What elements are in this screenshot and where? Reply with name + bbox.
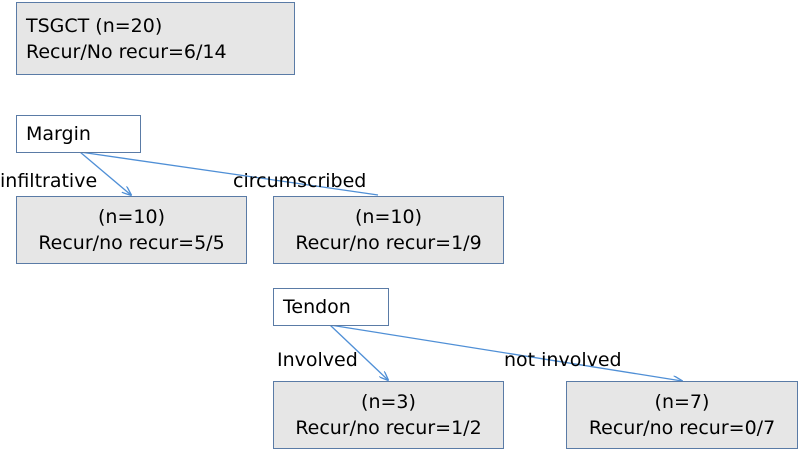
root-title: TSGCT (n=20): [26, 15, 163, 37]
involved-recurrence: Recur/no recur=1/2: [295, 417, 482, 439]
circumscribed-count: (n=10): [355, 206, 422, 228]
line-margin-circumscribed: [79, 151, 379, 196]
arrow-tendon-involved: [329, 324, 388, 380]
edge-label-involved: Involved: [277, 349, 358, 371]
infiltrative-count: (n=10): [98, 206, 165, 228]
involved-count: (n=3): [361, 391, 416, 413]
infiltrative-recurrence: Recur/no recur=5/5: [38, 232, 225, 254]
involved-box: (n=3) Recur/no recur=1/2: [273, 381, 504, 449]
root-box: TSGCT (n=20) Recur/No recur=6/14: [16, 2, 295, 75]
root-recurrence: Recur/No recur=6/14: [26, 41, 227, 63]
margin-label: Margin: [26, 123, 91, 145]
arrow-margin-infiltrative: [79, 151, 131, 195]
arrow-tendon-not-involved: [329, 324, 682, 381]
edge-label-not-involved: not involved: [504, 349, 622, 371]
edge-label-infiltrative: infiltrative: [0, 170, 98, 192]
not-involved-count: (n=7): [654, 391, 710, 413]
margin-label-box: Margin: [16, 115, 141, 153]
edge-label-circumscribed: circumscribed: [233, 170, 367, 192]
infiltrative-box: (n=10) Recur/no recur=5/5: [16, 196, 247, 264]
tendon-label-box: Tendon: [273, 288, 389, 326]
tendon-label: Tendon: [283, 296, 351, 318]
not-involved-box: (n=7) Recur/no recur=0/7: [566, 381, 798, 449]
circumscribed-box: (n=10) Recur/no recur=1/9: [273, 196, 504, 264]
circumscribed-recurrence: Recur/no recur=1/9: [295, 232, 482, 254]
not-involved-recurrence: Recur/no recur=0/7: [588, 417, 776, 439]
